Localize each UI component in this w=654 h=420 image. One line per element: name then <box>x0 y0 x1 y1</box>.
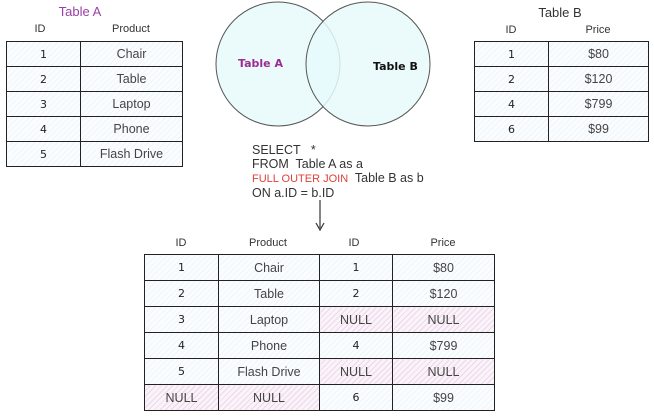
venn-label-a: Table A <box>238 57 283 70</box>
cell: Phone <box>218 332 320 359</box>
venn-diagram <box>215 1 431 127</box>
result-header-price: Price <box>430 237 456 249</box>
cell: Table <box>80 66 183 92</box>
cell: Flash Drive <box>80 141 183 167</box>
sql-join-keyword: FULL OUTER JOIN <box>252 173 349 185</box>
cell: Laptop <box>218 306 320 333</box>
cell: $99 <box>392 384 495 411</box>
table-row: 2$120 <box>474 66 649 92</box>
cell: Chair <box>218 254 320 281</box>
sql-line-select: SELECT * <box>252 143 316 157</box>
cell: 2 <box>474 66 549 92</box>
cell: Chair <box>80 41 183 67</box>
null-cell: NULL <box>319 358 393 385</box>
cell: 4 <box>474 91 549 117</box>
table-b-header-price: Price <box>585 24 611 36</box>
cell: 3 <box>6 91 81 117</box>
table-row: 1$80 <box>474 41 649 67</box>
cell: Phone <box>80 116 183 142</box>
arrow-down-icon <box>315 200 325 232</box>
cell: 2 <box>6 66 81 92</box>
table-row: 4$799 <box>474 91 649 117</box>
cell: 6 <box>474 116 549 142</box>
table-a-title: Table A <box>58 4 102 19</box>
table-b-header-id: ID <box>505 24 517 36</box>
cell: $80 <box>392 254 495 281</box>
sql-line-join: FULL OUTER JOIN Table B as b <box>252 171 482 186</box>
cell: $120 <box>392 280 495 307</box>
cell: 6 <box>319 384 393 411</box>
venn-label-b: Table B <box>373 60 418 73</box>
table-a-header-product: Product <box>112 23 150 35</box>
cell: 4 <box>6 116 81 142</box>
cell: 1 <box>144 254 219 281</box>
cell: $99 <box>548 116 649 142</box>
cell: 4 <box>144 332 219 359</box>
cell: $799 <box>548 91 649 117</box>
venn-circle-b <box>305 1 431 127</box>
sql-query: SELECT * FROM Table A as a FULL OUTER JO… <box>252 143 482 200</box>
table-b-title: Table B <box>538 5 582 20</box>
cell: $80 <box>548 41 649 67</box>
cell: Laptop <box>80 91 183 117</box>
table-a-header-id: ID <box>34 23 46 35</box>
cell: 1 <box>474 41 549 67</box>
sql-line-from: FROM Table A as a <box>252 157 363 171</box>
cell: 1 <box>6 41 81 67</box>
cell: 2 <box>319 280 393 307</box>
cell: 1 <box>319 254 393 281</box>
cell: Table <box>218 280 320 307</box>
cell: $120 <box>548 66 649 92</box>
null-cell: NULL <box>319 306 393 333</box>
result-header-id-a: ID <box>175 237 187 249</box>
cell: 5 <box>6 141 81 167</box>
cell: 4 <box>319 332 393 359</box>
null-cell: NULL <box>218 384 320 411</box>
cell: 2 <box>144 280 219 307</box>
table-b: 1$80 2$120 4$799 6$99 <box>474 41 649 142</box>
cell: 5 <box>144 358 219 385</box>
sql-line-on: ON a.ID = b.ID <box>252 186 335 200</box>
cell: Flash Drive <box>218 358 320 385</box>
result-header-id-b: ID <box>348 237 360 249</box>
null-cell: NULL <box>144 384 219 411</box>
sql-join-rest: Table B as b <box>348 171 424 185</box>
null-cell: NULL <box>392 306 495 333</box>
cell: $799 <box>392 332 495 359</box>
table-row: 6$99 <box>474 116 649 142</box>
cell: 3 <box>144 306 219 333</box>
null-cell: NULL <box>392 358 495 385</box>
result-header-product: Product <box>249 237 287 249</box>
